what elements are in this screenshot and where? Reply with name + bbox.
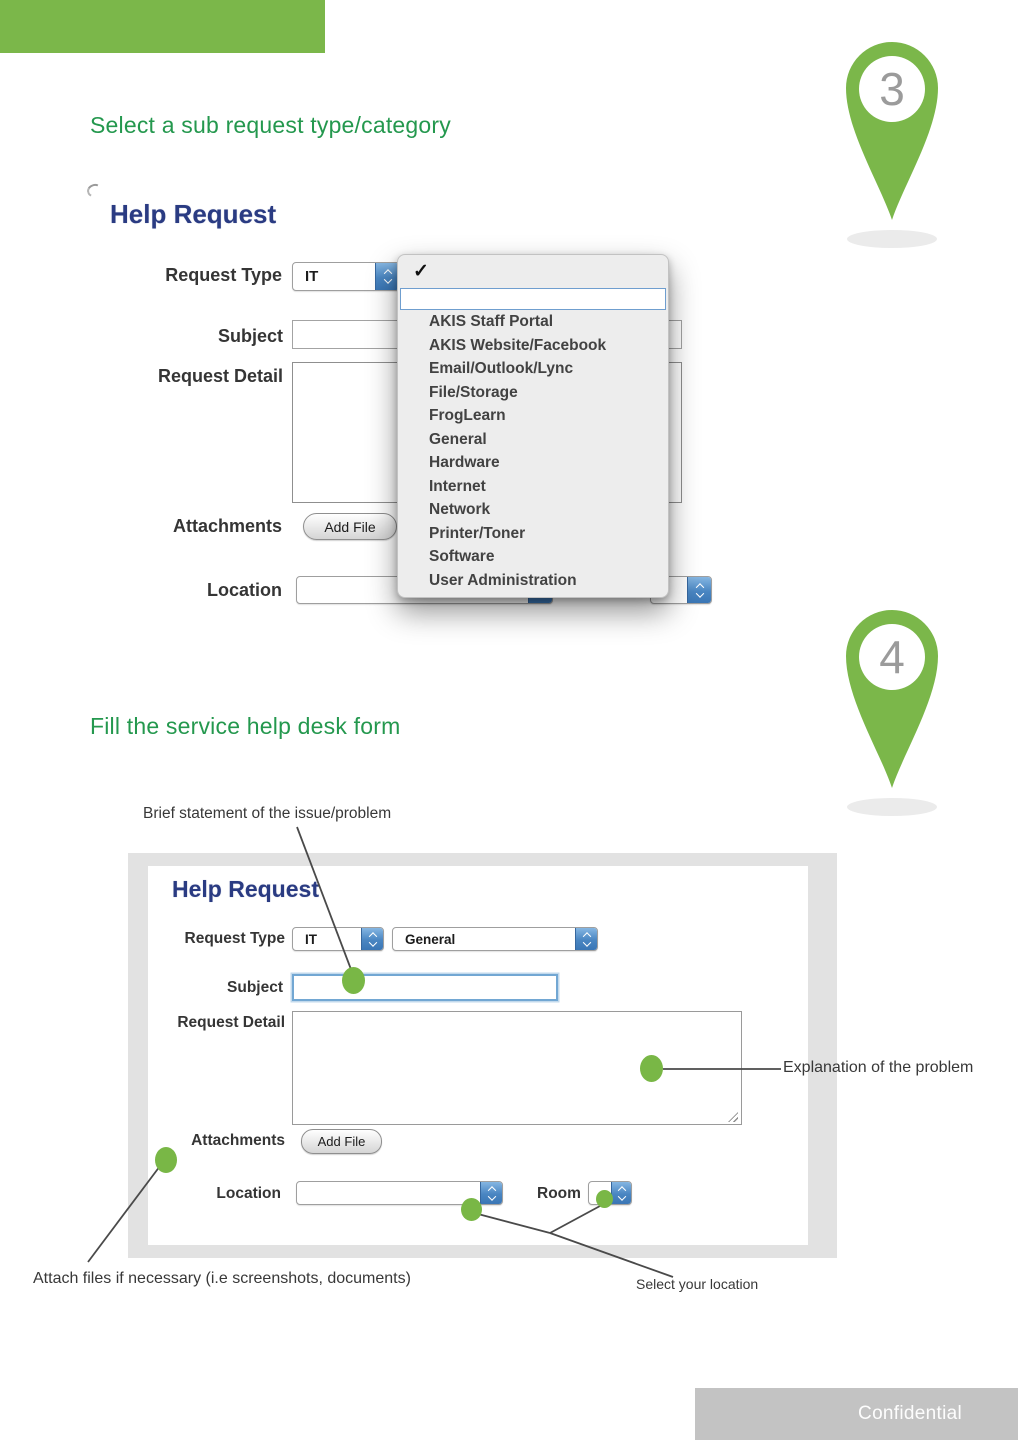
callout-dot-subject (342, 967, 365, 994)
request-subtype-dropdown: ✓ AKIS Staff Portal AKIS Website/Faceboo… (397, 254, 669, 598)
step-3-heading: Select a sub request type/category (90, 112, 451, 138)
form2-request-detail-label: Request Detail (177, 1014, 285, 1031)
chevron-down-icon (617, 1191, 626, 1201)
confidential-footer: Confidential (695, 1388, 1018, 1440)
top-accent-bar (0, 0, 325, 53)
chevron-down-icon (582, 937, 591, 947)
dropdown-option[interactable]: AKIS Website/Facebook (429, 336, 607, 354)
form1-request-detail-label: Request Detail (157, 366, 283, 386)
form2-subject-label: Subject (227, 979, 283, 996)
dropdown-option[interactable]: Network (429, 501, 491, 518)
screenshot-corner-artifact (85, 182, 104, 199)
confidential-label: Confidential (858, 1403, 962, 1424)
form2-request-subtype-value: General (405, 931, 456, 947)
stepper-icon (611, 1182, 631, 1204)
annotation-detail: Explanation of the problem (783, 1059, 974, 1076)
annotation-subject: Brief statement of the issue/problem (143, 805, 392, 822)
form1-subject-label: Subject (217, 326, 283, 346)
form1-attachments-label: Attachments (172, 516, 282, 536)
form1-request-type-value: IT (305, 268, 319, 285)
chevron-down-icon (383, 275, 392, 284)
chevron-down-icon (695, 588, 704, 598)
dropdown-checked-option[interactable]: ✓ (398, 255, 668, 288)
form2-title: Help Request (172, 876, 319, 902)
step-4-pin-marker: 4 (846, 610, 938, 816)
callout-dot-location (461, 1198, 482, 1221)
stepper-icon (480, 1182, 502, 1204)
form2-location-label: Location (216, 1185, 281, 1202)
step-number: 3 (879, 63, 905, 115)
dropdown-option[interactable]: Software (429, 548, 495, 565)
form1-location-label: Location (207, 580, 282, 600)
callout-dot-detail (640, 1055, 663, 1082)
dropdown-option[interactable]: FrogLearn (429, 407, 506, 424)
form2-request-type-select[interactable]: IT (292, 927, 384, 951)
form2-request-detail-textarea[interactable] (292, 1011, 742, 1125)
form2-attachments-label: Attachments (191, 1132, 285, 1149)
callout-dot-room (596, 1190, 613, 1208)
checkmark-icon: ✓ (413, 261, 429, 282)
dropdown-option[interactable]: Printer/Toner (429, 524, 526, 542)
annotation-attachments: Attach files if necessary (i.e screensho… (33, 1270, 411, 1287)
dropdown-blank-option[interactable] (400, 288, 666, 310)
form1-title: Help Request (110, 199, 277, 229)
form2-subject-input[interactable] (292, 974, 558, 1001)
pin-shadow (847, 230, 937, 248)
dropdown-option[interactable]: User Administration (429, 571, 577, 589)
stepper-icon (575, 928, 597, 950)
dropdown-option[interactable]: Internet (429, 477, 486, 495)
form1-request-type-label: Request Type (165, 265, 282, 285)
stepper-icon (375, 263, 399, 290)
chevron-down-icon (487, 1191, 496, 1201)
step-number: 4 (879, 631, 905, 683)
form1-add-file-button[interactable]: Add File (303, 513, 397, 540)
resize-handle-icon[interactable] (728, 1112, 738, 1122)
dropdown-option[interactable]: General (429, 430, 487, 448)
callout-dot-attachments (155, 1147, 177, 1173)
form2-room-label: Room (537, 1185, 581, 1202)
annotation-location: Select your location (636, 1276, 759, 1292)
form2-add-file-button[interactable]: Add File (301, 1129, 382, 1154)
dropdown-option[interactable]: AKIS Staff Portal (429, 313, 554, 330)
stepper-icon (361, 928, 383, 950)
form1-request-type-select[interactable]: IT (292, 262, 400, 291)
pin-shadow (847, 798, 937, 816)
form2-request-type-value: IT (305, 931, 317, 947)
step-4-heading: Fill the service help desk form (90, 713, 401, 739)
chevron-down-icon (368, 937, 377, 947)
stepper-icon (687, 577, 711, 603)
dropdown-option[interactable]: File/Storage (429, 383, 518, 401)
step-3-pin-marker: 3 (846, 42, 938, 248)
form2-request-type-label: Request Type (184, 930, 286, 947)
dropdown-option-list: AKIS Staff Portal AKIS Website/Facebook … (398, 310, 668, 592)
dropdown-option[interactable]: Email/Outlook/Lync (429, 360, 574, 377)
dropdown-option[interactable]: Hardware (429, 454, 500, 471)
form2-request-subtype-select[interactable]: General (392, 927, 598, 951)
